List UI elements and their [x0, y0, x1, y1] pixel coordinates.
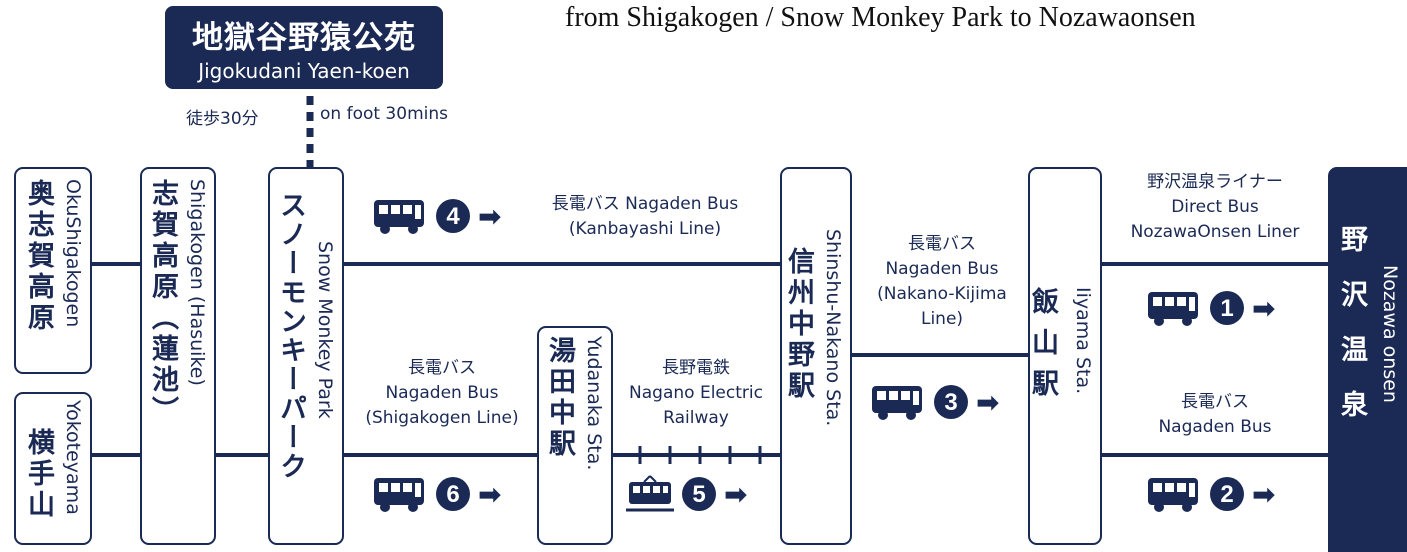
route-2-label: 長電バス Nagaden Bus — [1104, 390, 1326, 440]
route-6-line1: 長電バス — [408, 358, 476, 378]
route-number-3-icon: 3 — [934, 385, 968, 419]
route-6-label: 長電バス Nagaden Bus (Shigakogen Line) — [350, 356, 534, 431]
route-3-line4: Line) — [920, 309, 964, 329]
station-okushigakogen-jp: 奥志賀高原 — [23, 179, 54, 334]
route-6-line2: Nagaden Bus — [385, 383, 499, 403]
route-1-label: 野沢温泉ライナー Direct Bus NozawaOnsen Liner — [1104, 170, 1326, 245]
route-4-line2: (Kanbayashi Line) — [568, 219, 722, 239]
route-3-marker: 3 ➡ — [870, 382, 999, 422]
diagram-title: from Shigakogen / Snow Monkey Park to No… — [565, 2, 1196, 33]
station-shinshu-nakano-en: Shinshu-Nakano Sta. — [822, 229, 844, 427]
walk-label-en: on foot 30mins — [320, 104, 448, 124]
svg-text:6: 6 — [446, 481, 459, 508]
walk-label-jp: 徒歩30分 — [186, 109, 259, 129]
route-2-marker: 2 ➡ — [1146, 474, 1275, 514]
station-snow-monkey-en: Snow Monkey Park — [314, 241, 336, 419]
station-yokoteyama: Yokoteyama 横手山 — [14, 392, 92, 545]
station-snow-monkey-jp: スノーモンキーパーク — [275, 191, 306, 481]
route-5-line1: 長野電鉄 — [662, 358, 730, 378]
route-2-line1: 長電バス — [1181, 392, 1249, 412]
station-yudanaka-en: Yudanaka Sta. — [583, 336, 605, 471]
station-shigakogen-jp: 志賀高原（蓮池） — [147, 179, 178, 427]
station-iiyama: Iiyama Sta. 飯山駅 — [1027, 167, 1102, 545]
svg-text:1: 1 — [1220, 295, 1233, 322]
station-jigokudani-jp: 地獄谷野猿公苑 — [192, 20, 416, 56]
station-jigokudani: 地獄谷野猿公苑 Jigokudani Yaen-koen — [165, 6, 443, 89]
station-okushigakogen-en: OkuShigakogen — [62, 179, 84, 328]
station-yudanaka-jp: 湯田中駅 — [544, 336, 575, 460]
route-6-marker: 6 ➡ — [372, 474, 501, 514]
right-arrow-icon: ➡ — [1252, 477, 1276, 511]
bus-icon — [1148, 292, 1198, 326]
route-number-1-icon: 1 — [1210, 291, 1244, 325]
station-iiyama-en: Iiyama Sta. — [1072, 287, 1094, 395]
station-shinshu-nakano-jp: 信州中野駅 — [783, 247, 814, 402]
route-3-line3: (Nakano-Kijima — [877, 284, 1007, 304]
route-1-marker: 1 ➡ — [1146, 288, 1275, 328]
train-icon — [626, 475, 674, 512]
bus-icon — [374, 478, 424, 512]
station-snow-monkey-park: Snow Monkey Park スノーモンキーパーク — [268, 167, 344, 545]
route-6-line3: (Shigakogen Line) — [365, 408, 519, 428]
bus-icon — [1148, 478, 1198, 512]
route-4-line1: 長電バス Nagaden Bus — [551, 194, 739, 214]
right-arrow-icon: ➡ — [1252, 291, 1276, 325]
right-arrow-icon: ➡ — [478, 199, 502, 233]
svg-text:5: 5 — [692, 481, 705, 508]
station-iiyama-jp: 飯山駅 — [1027, 287, 1058, 410]
station-shigakogen-en: Shigakogen (Hasuike) — [186, 179, 208, 386]
station-nozawa-onsen: Nozawa onsen 野沢温泉 — [1328, 167, 1407, 552]
svg-text:4: 4 — [446, 203, 460, 230]
station-shinshu-nakano: Shinshu-Nakano Sta. 信州中野駅 — [780, 167, 852, 545]
right-arrow-icon: ➡ — [478, 477, 502, 511]
station-nozawa-en: Nozawa onsen — [1379, 265, 1401, 403]
bus-icon — [872, 386, 922, 420]
route-number-5-icon: 5 — [682, 477, 716, 511]
station-jigokudani-en: Jigokudani Yaen-koen — [198, 59, 410, 83]
station-yokoteyama-en: Yokoteyama — [62, 400, 84, 515]
right-arrow-icon: ➡ — [724, 477, 748, 511]
route-1-line1: 野沢温泉ライナー — [1147, 172, 1283, 192]
right-arrow-icon: ➡ — [976, 385, 1000, 419]
route-number-2-icon: 2 — [1210, 477, 1244, 511]
route-4-label: 長電バス Nagaden Bus (Kanbayashi Line) — [520, 192, 770, 242]
route-5-marker: 5 ➡ — [626, 474, 747, 514]
station-shigakogen: Shigakogen (Hasuike) 志賀高原（蓮池） — [140, 167, 216, 545]
station-nozawa-jp: 野沢温泉 — [1336, 225, 1367, 445]
route-number-4-icon: 4 — [436, 199, 470, 233]
station-yokoteyama-jp: 横手山 — [23, 428, 54, 521]
route-5-label: 長野電鉄 Nagano Electric Railway — [616, 356, 776, 431]
route-1-line2: Direct Bus — [1171, 197, 1259, 217]
railway-ticks — [638, 446, 762, 464]
station-okushigakogen: OkuShigakogen 奥志賀高原 — [14, 167, 92, 374]
bus-icon — [374, 200, 424, 234]
route-5-line2: Nagano Electric — [629, 383, 763, 403]
route-2-line2: Nagaden Bus — [1158, 417, 1272, 437]
route-4-marker: 4 ➡ — [372, 196, 501, 236]
route-3-line2: Nagaden Bus — [885, 259, 999, 279]
station-yudanaka: Yudanaka Sta. 湯田中駅 — [537, 326, 613, 545]
route-3-label: 長電バス Nagaden Bus (Nakano-Kijima Line) — [856, 232, 1028, 332]
route-5-line3: Railway — [663, 408, 729, 428]
route-1-line3: NozawaOnsen Liner — [1130, 222, 1300, 242]
route-3-line1: 長電バス — [908, 234, 976, 254]
svg-text:3: 3 — [944, 389, 957, 416]
route-number-6-icon: 6 — [436, 477, 470, 511]
svg-text:2: 2 — [1220, 481, 1233, 508]
